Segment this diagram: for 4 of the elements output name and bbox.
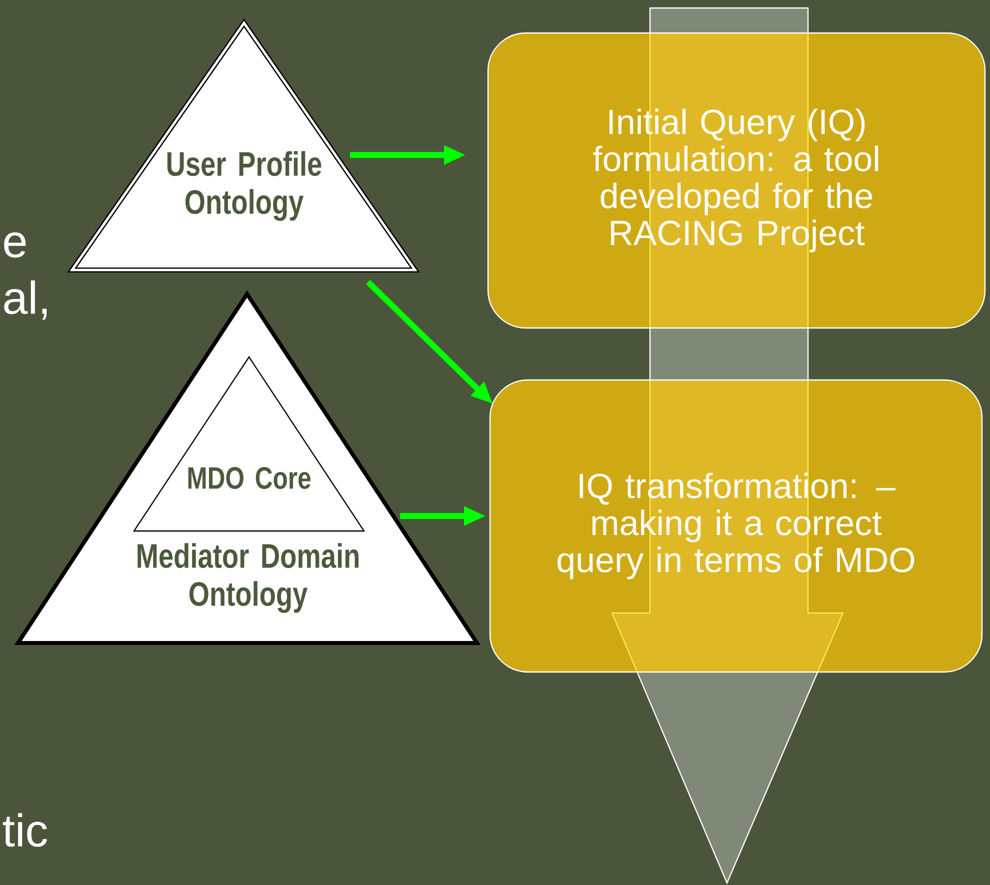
text-fragment: e: [4, 232, 26, 258]
text-fragment: tic: [2, 813, 47, 847]
process-box: IQ transformation: – making it a correct query in terms of MDO: [489, 379, 983, 673]
process-box: Initial Query (IQ) formulation: a tool developed for the RACING Project: [487, 32, 986, 329]
